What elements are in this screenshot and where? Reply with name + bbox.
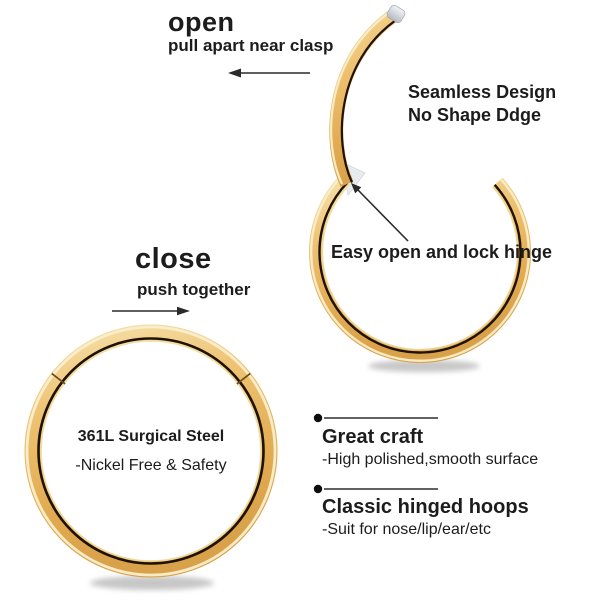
closed-ring-right-seam: [236, 372, 251, 385]
feature-1-description: -High polished,smooth surface: [322, 451, 539, 468]
close-arrow: [112, 306, 190, 316]
seamless-line-1: Seamless Design: [408, 82, 557, 102]
open-segment-stripe: [340, 19, 397, 183]
closed-ring: [24, 324, 278, 590]
seamless-line-2: No Shape Ddge: [408, 105, 542, 125]
feature-bullet-2: [313, 484, 438, 494]
feature-bullet-1: [313, 413, 438, 423]
open-segment-body: [329, 10, 398, 187]
open-ring-inner-highlight: [321, 183, 519, 351]
hinge-arrow: [351, 183, 409, 242]
open-arrow: [228, 68, 310, 78]
open-segment-highlight: [330, 11, 391, 185]
feature-1-title: Great craft: [322, 426, 424, 448]
open-ring-outer-highlight: [310, 175, 530, 362]
segment-clasp-tip-icon: [386, 5, 406, 23]
closed-ring-body: [24, 324, 278, 578]
open-ring-reflection-stripe: [318, 181, 522, 354]
closed-ring-shadow: [90, 576, 214, 590]
feature-2-description: -Suit for nose/lip/ear/etc: [322, 521, 491, 538]
seamless-design-note: Seamless Design No Shape Ddge: [408, 81, 556, 127]
hinge-callout: Easy open and lock hinge: [331, 242, 553, 262]
closed-ring-inner-highlight: [40, 340, 262, 562]
closed-ring-left-seam: [51, 372, 66, 385]
material-line-1: 361L Surgical Steel: [77, 428, 225, 445]
material-line-2: -Nickel Free & Safety: [75, 457, 227, 474]
closed-ring-reflection-stripe: [37, 337, 265, 565]
open-instruction: pull apart near clasp: [168, 36, 334, 55]
close-instruction: push together: [137, 280, 251, 299]
open-ring: [309, 5, 532, 372]
open-ring-body: [309, 174, 532, 363]
closed-ring-outer-highlight: [25, 325, 277, 577]
open-label: open: [168, 7, 235, 37]
open-ring-shadow: [368, 360, 480, 372]
feature-2-title: Classic hinged hoops: [322, 496, 529, 518]
close-label: close: [135, 243, 212, 275]
